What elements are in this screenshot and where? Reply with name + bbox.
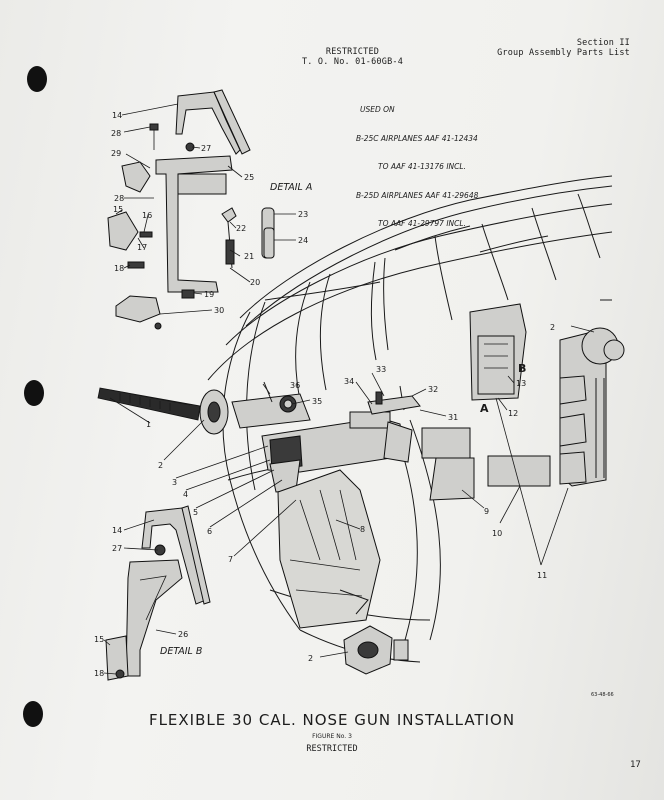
callout-6: 6 [207, 527, 212, 536]
detail-b-assembly [105, 505, 211, 681]
leader-lines [103, 103, 595, 675]
callout-29: 29 [111, 149, 121, 158]
detail-b-label: DETAIL B [160, 646, 202, 657]
callout-2: 2 [308, 654, 313, 663]
header-to-number: T. O. No. 01-60GB-4 [301, 57, 404, 67]
figure-title: FLEXIBLE 30 CAL. NOSE GUN INSTALLATION [148, 711, 516, 729]
callout-22: 22 [236, 224, 246, 233]
callout-15: 15 [94, 635, 104, 644]
callout-27: 27 [112, 544, 122, 553]
lower-mount [343, 625, 409, 675]
binder-hole [23, 701, 43, 727]
callout-16: 16 [142, 211, 152, 220]
callout-14: 14 [112, 111, 122, 120]
ammo-bag [277, 469, 381, 629]
used-on-line: USED ON [360, 105, 395, 114]
view-letter-b: B [518, 362, 526, 375]
callout-5: 5 [193, 508, 198, 517]
callout-34: 34 [344, 377, 354, 386]
callout-4: 4 [183, 490, 188, 499]
binder-hole [24, 380, 44, 406]
callout-7: 7 [228, 555, 233, 564]
callout-8: 8 [360, 525, 365, 534]
header-restricted: RESTRICTED [325, 47, 380, 57]
callout-19: 19 [204, 290, 214, 299]
callout-14: 14 [112, 526, 122, 535]
drawing-code: 63-48-66 [591, 692, 614, 698]
view-letter-a: A [480, 402, 489, 415]
callout-15: 15 [113, 205, 123, 214]
callout-31: 31 [448, 413, 458, 422]
callout-35: 35 [312, 397, 322, 406]
callout-24: 24 [298, 236, 308, 245]
callout-20: 20 [250, 278, 260, 287]
used-on-line: B-25D AIRPLANES AAF 41-29648 [356, 190, 479, 200]
binder-hole [27, 66, 47, 92]
callout-13: 13 [516, 379, 526, 388]
callout-27: 27 [201, 144, 211, 153]
figure-number: FIGURE No. 3 [312, 733, 352, 740]
callout-26: 26 [178, 630, 188, 639]
callout-3: 3 [172, 478, 177, 487]
callout-1: 1 [146, 420, 151, 429]
header-section: Section II [576, 38, 630, 48]
callout-10: 10 [492, 529, 502, 538]
callout-18: 18 [114, 264, 124, 273]
detail-a-label: DETAIL A [270, 182, 312, 193]
callout-12: 12 [508, 409, 518, 418]
callout-23: 23 [298, 210, 308, 219]
page-number: 17 [630, 760, 641, 770]
callout-2: 2 [158, 461, 163, 470]
footer-restricted: RESTRICTED [306, 744, 358, 754]
machine-gun [97, 381, 421, 493]
callout-11: 11 [537, 571, 547, 580]
callout-25: 25 [244, 173, 254, 182]
callout-36: 36 [290, 381, 300, 390]
callout-labels: 14 28 27 29 25 28 15 16 17 18 20 19 30 2… [94, 111, 555, 678]
used-on-line: TO AAF 41-13176 INCL. [378, 162, 466, 171]
canopy-frame [207, 175, 613, 663]
callout-28: 28 [111, 129, 121, 138]
callout-9: 9 [484, 507, 489, 516]
used-on-line: B-25C AIRPLANES AAF 41-12434 [356, 133, 478, 143]
callout-21: 21 [244, 252, 254, 261]
callout-32: 32 [428, 385, 438, 394]
callout-17: 17 [137, 243, 147, 252]
header-group: Group Assembly Parts List [497, 48, 630, 58]
callout-30: 30 [214, 306, 224, 315]
callout-28: 28 [114, 194, 124, 203]
callout-18: 18 [94, 669, 104, 678]
detail-a-assembly [107, 89, 275, 330]
callout-33: 33 [376, 365, 386, 374]
callout-2: 2 [550, 323, 555, 332]
ammo-boxes [421, 303, 625, 501]
